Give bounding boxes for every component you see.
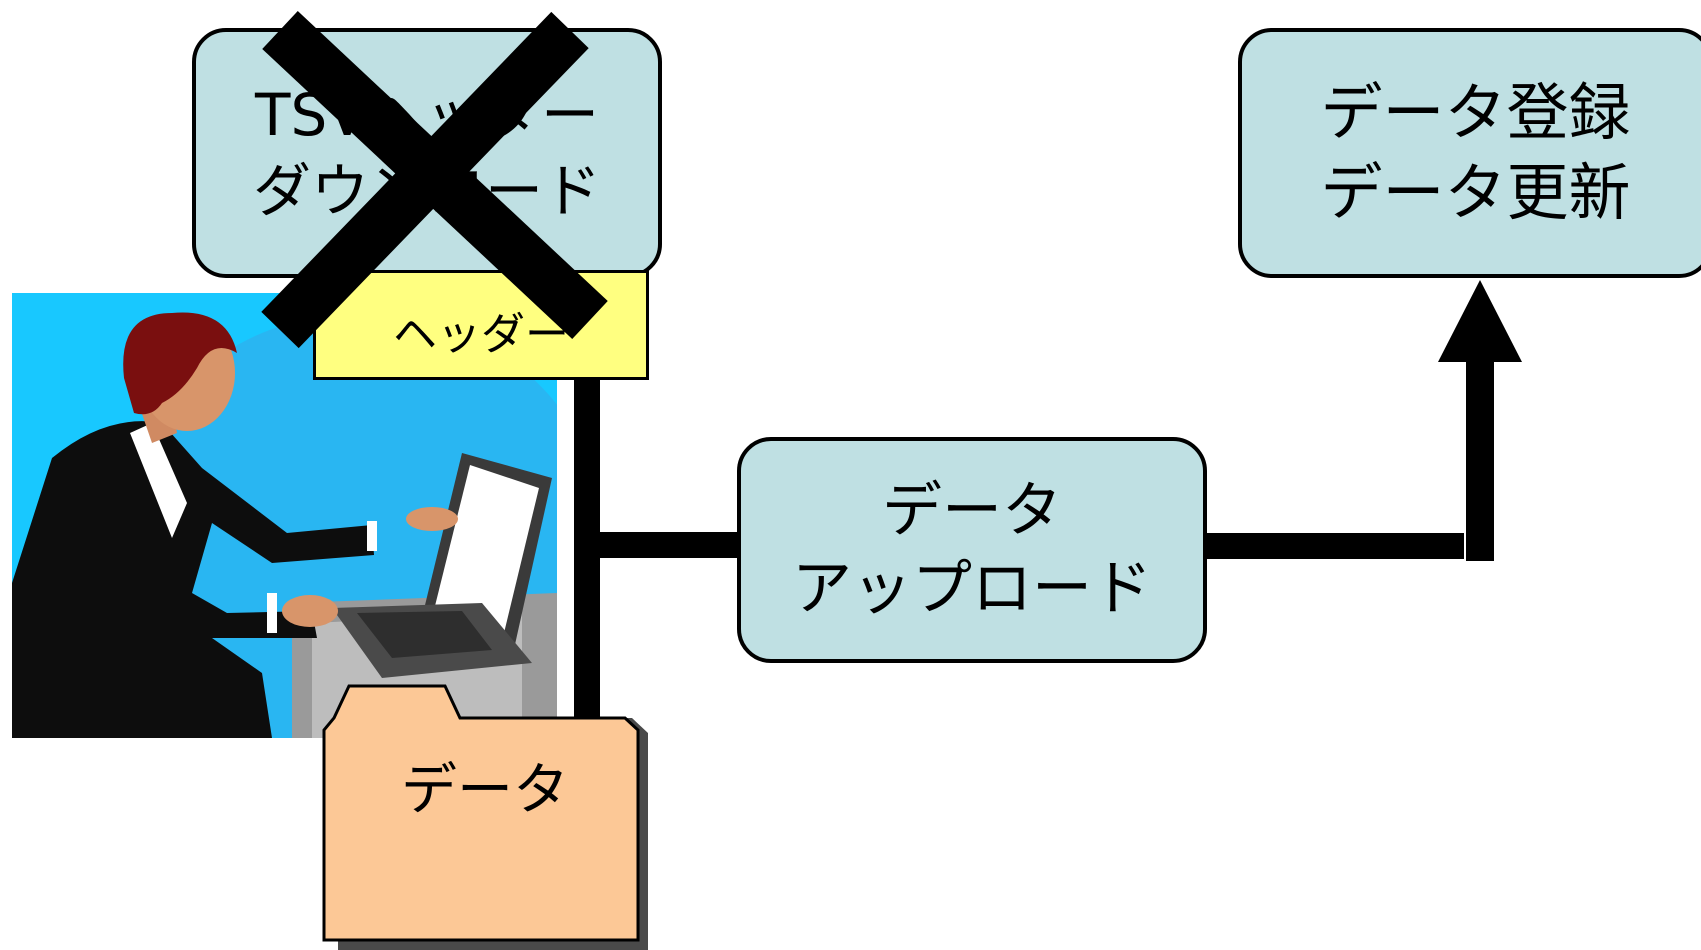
connector-from-upload bbox=[1206, 533, 1464, 559]
folder-icon bbox=[322, 684, 648, 950]
cross-out-icon bbox=[261, 11, 608, 349]
register-box-line-2: データ更新 bbox=[1320, 156, 1631, 229]
data-register-update-box: データ登録 データ更新 bbox=[1238, 28, 1701, 278]
data-upload-box: データ アップロード bbox=[737, 437, 1207, 663]
connector-up bbox=[1466, 358, 1494, 561]
arrow-up-icon bbox=[1438, 280, 1522, 362]
upload-box-line-1: データ bbox=[882, 476, 1062, 546]
folder-label: データ bbox=[401, 758, 569, 823]
header-tag: ヘッダー bbox=[313, 270, 649, 380]
connector-to-upload bbox=[574, 532, 739, 558]
upload-box-line-2: アップロード bbox=[792, 554, 1152, 624]
register-box-line-1: データ登録 bbox=[1320, 76, 1631, 149]
